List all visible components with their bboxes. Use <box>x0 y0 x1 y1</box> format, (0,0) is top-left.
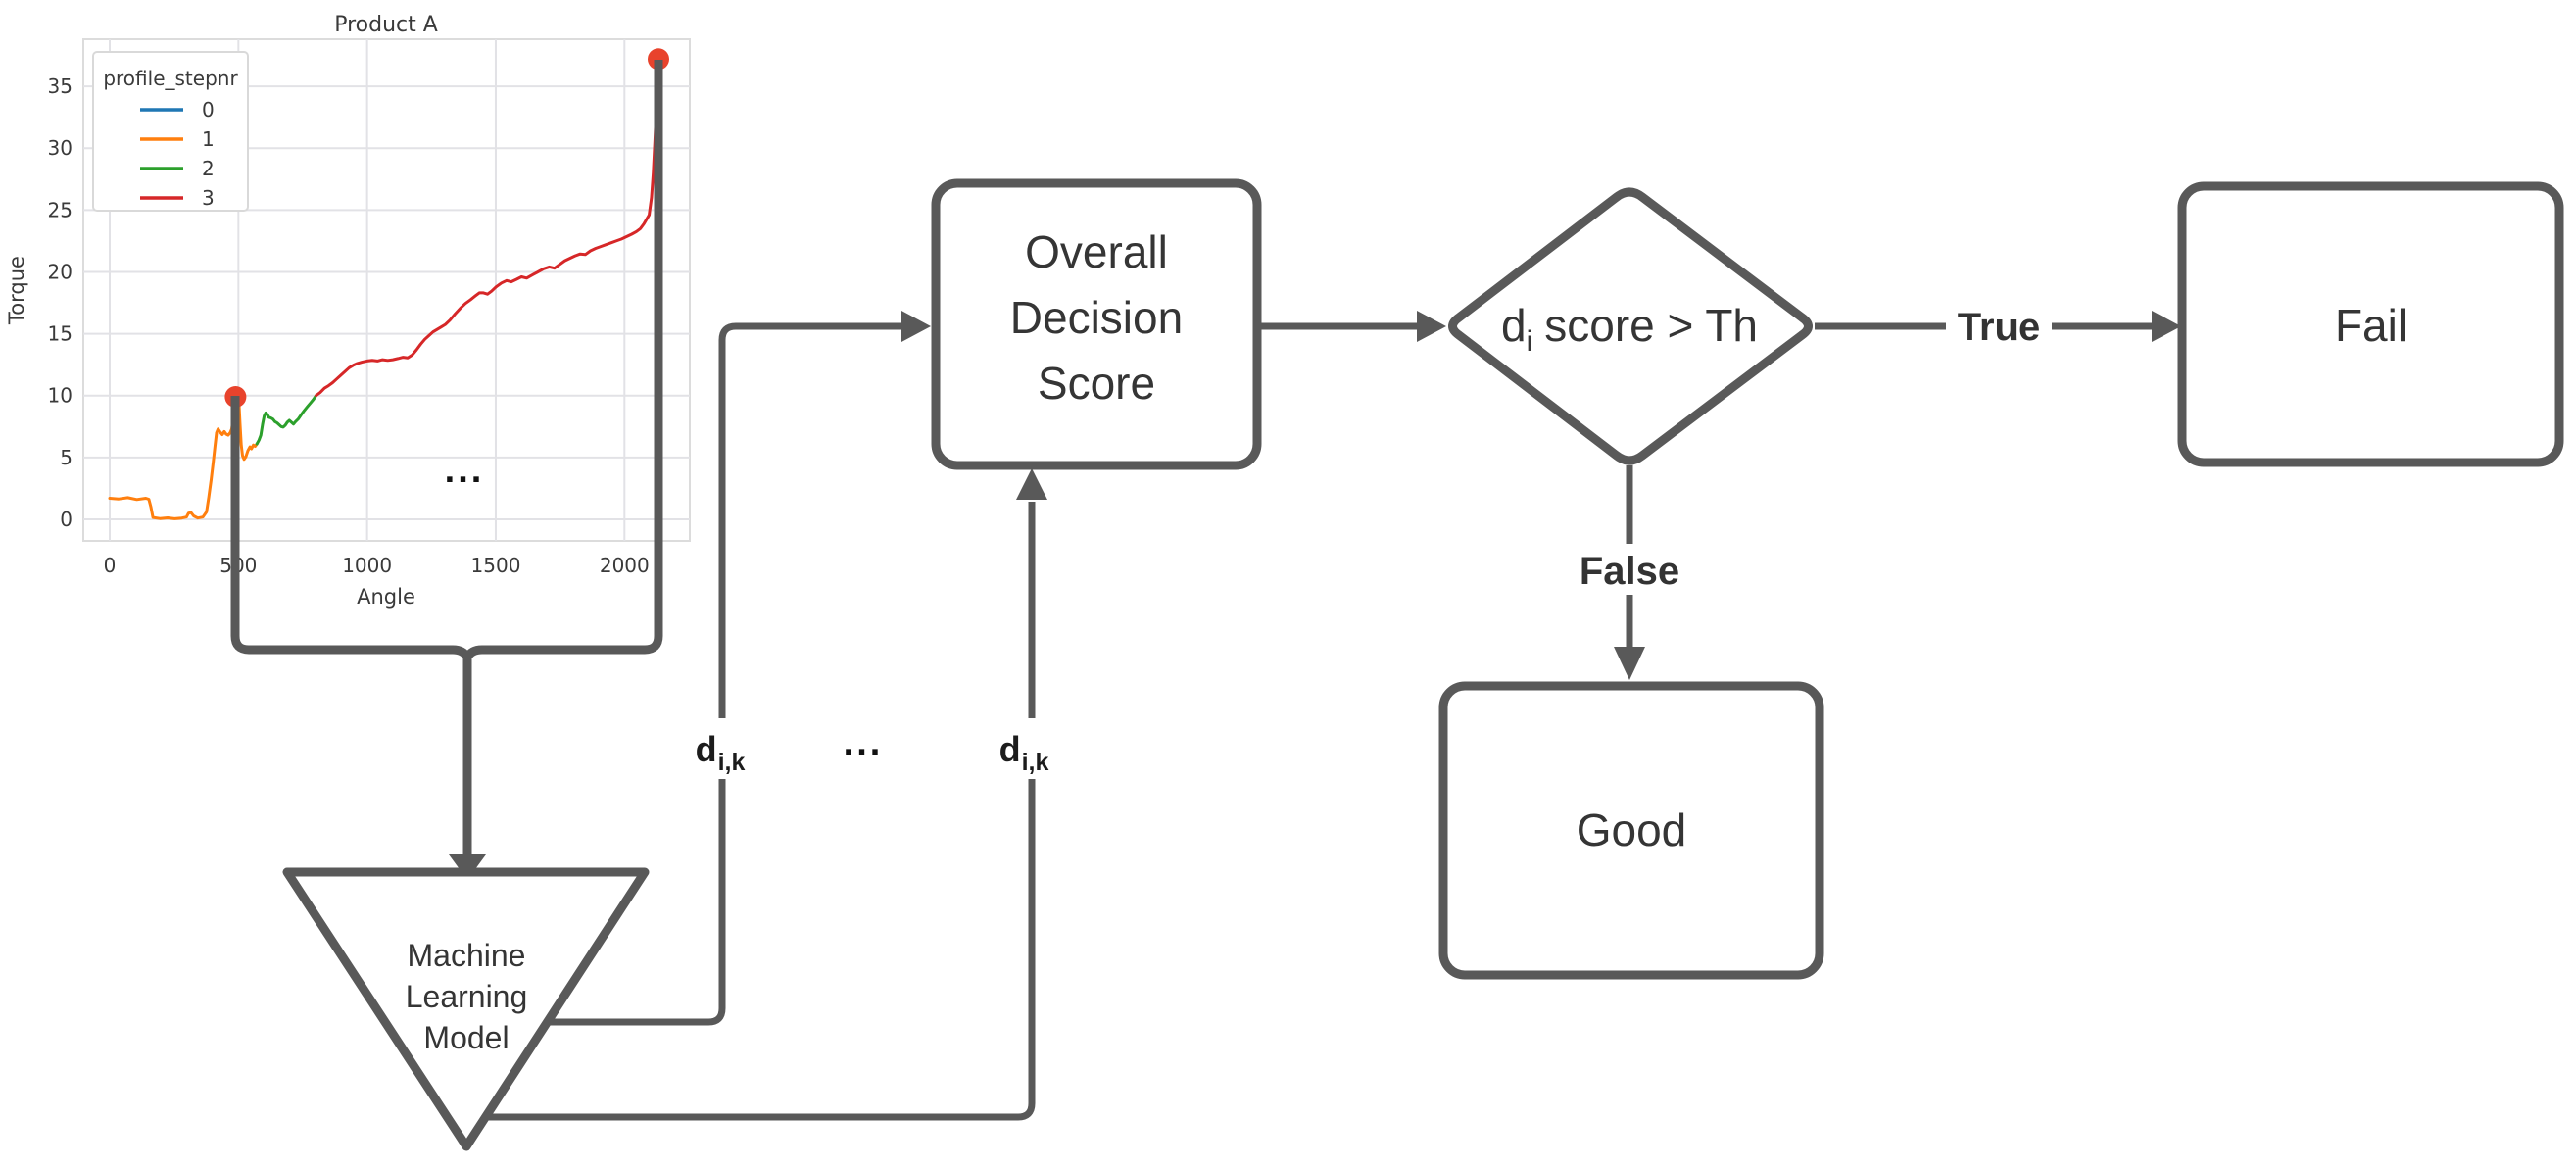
dik-label-2: di,k <box>999 729 1049 776</box>
y-tick-0: 0 <box>60 508 73 531</box>
dik-2-sub: i,k <box>1022 749 1049 776</box>
legend: profile_stepnr 0 1 2 3 <box>92 51 249 212</box>
y-tick-25: 25 <box>48 198 73 221</box>
legend-label-2: 2 <box>202 157 215 180</box>
ods-left-arrowhead <box>901 311 931 342</box>
good-arrowhead <box>1614 647 1645 680</box>
decision-d: d <box>1501 300 1527 351</box>
true-label-bg <box>1946 300 2052 351</box>
ml-model-label-line1: Machine <box>408 938 526 973</box>
y-tick-30: 30 <box>48 136 73 160</box>
y-tick-labels: 0 5 10 15 20 25 30 35 <box>48 74 73 531</box>
legend-items: 0 1 2 3 <box>140 98 215 210</box>
dik-label-2-bg <box>993 718 1059 779</box>
x-axis-label: Angle <box>357 585 415 609</box>
legend-label-0: 0 <box>202 98 215 122</box>
legend-title: profile_stepnr <box>103 67 238 90</box>
y-axis-label: Torque <box>5 256 28 325</box>
y-tick-35: 35 <box>48 74 73 98</box>
series-line-3 <box>315 57 660 398</box>
fail-label: Fail <box>2335 300 2407 351</box>
x-tick-0: 0 <box>104 554 117 577</box>
down-arrowhead <box>449 854 486 880</box>
decision-left-arrowhead <box>1417 311 1446 342</box>
ml-model-label-line2: Learning <box>406 979 528 1014</box>
x-tick-1500: 1500 <box>471 554 521 577</box>
data-series <box>108 57 660 520</box>
true-label: True <box>1958 306 2040 349</box>
chart-ellipsis: ... <box>445 450 485 491</box>
ods-label-line1: Overall <box>1025 226 1168 277</box>
fail-arrowhead <box>2152 311 2181 342</box>
chart-title: Product A <box>334 13 438 37</box>
dik-1-d: d <box>696 729 717 769</box>
series-line-1 <box>108 396 259 520</box>
ods-bottom-arrowhead <box>1016 468 1047 500</box>
series-line-2 <box>255 394 318 446</box>
fail-box <box>2177 181 2564 467</box>
legend-label-1: 1 <box>202 127 215 151</box>
ml-model-label-line3: Model <box>423 1020 509 1055</box>
legend-label-3: 3 <box>202 186 215 210</box>
ml-model-triangle <box>282 867 650 1151</box>
false-label: False <box>1580 550 1679 593</box>
ods-label-line2: Decision <box>1010 292 1183 343</box>
false-label-bg <box>1565 544 1694 595</box>
dik-label-1: di,k <box>696 729 746 776</box>
mid-ellipsis: ... <box>844 722 884 763</box>
torque-angle-chart: 0 5 0 0 1000 1500 2000 0 5 10 15 20 25 30 35 Product … <box>5 13 691 609</box>
dik-2-d: d <box>999 729 1021 769</box>
marker-dot-1 <box>648 48 669 71</box>
dik-label-1-bg <box>689 718 755 779</box>
x-tick-1000: 1000 <box>342 554 392 577</box>
ml-to-ods-connector-1 <box>547 322 903 1026</box>
y-tick-20: 20 <box>48 260 73 283</box>
y-tick-5: 5 <box>60 446 73 469</box>
flowchart: Machine Learning Model di,k di,k ... Ove… <box>230 60 2564 1151</box>
x-tick-2000: 2000 <box>600 554 650 577</box>
dik-1-sub: i,k <box>718 749 746 776</box>
good-box <box>1438 681 1824 980</box>
decision-rest: score > Th <box>1544 300 1758 351</box>
y-tick-15: 15 <box>48 322 73 346</box>
ml-to-ods-connector-2 <box>488 502 1036 1121</box>
decision-label: di score > Th <box>1501 300 1758 358</box>
decision-diamond <box>1448 187 1813 465</box>
good-label: Good <box>1577 804 1687 855</box>
ods-label-line3: Score <box>1038 358 1155 409</box>
y-tick-10: 10 <box>48 384 73 408</box>
decision-sub: i <box>1527 325 1533 358</box>
legend-box <box>92 51 249 212</box>
